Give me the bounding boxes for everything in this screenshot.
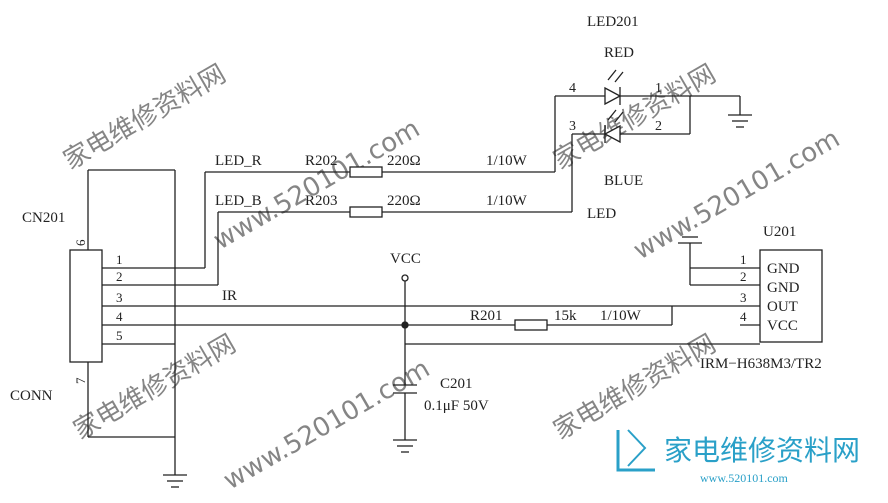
- led-pin-2: 2: [655, 119, 662, 134]
- receiver-pin-4-num: 4: [740, 309, 747, 324]
- watermark-cn-1: 家电维修资料网: [59, 59, 232, 176]
- receiver-pin-1-name: GND: [767, 261, 800, 277]
- net-ir: IR: [222, 288, 237, 304]
- connector-pin-1: 1: [116, 252, 123, 267]
- brand-logo-icon: [616, 430, 655, 472]
- led-pin-1: 1: [655, 81, 662, 96]
- brand-logo: 家电维修资料网 www.520101.com: [616, 429, 860, 485]
- receiver-pin-4-name: VCC: [767, 318, 798, 334]
- connector-body: [69, 249, 103, 363]
- receiver-pin-3-name: OUT: [767, 299, 798, 315]
- connector-pin-3: 3: [116, 290, 123, 305]
- connector-pin-4: 4: [116, 309, 123, 324]
- connector-pin-2: 2: [116, 269, 123, 284]
- watermark-cn-2: 家电维修资料网: [549, 59, 722, 176]
- net-led-b: LED_B: [215, 193, 262, 209]
- r203-ref: R203: [305, 193, 338, 209]
- net-led-r: LED_R: [215, 153, 262, 169]
- c201-ref: C201: [440, 376, 473, 392]
- connector-type: CONN: [10, 388, 53, 404]
- brand-logo-icon-mark: [627, 429, 647, 467]
- vcc-label: VCC: [390, 251, 421, 267]
- background-watermark: 家电维修资料网 www.520101.com 家电维修资料网 www.52010…: [59, 59, 846, 496]
- connector-pin-5: 5: [116, 328, 123, 343]
- led-pin-3: 3: [569, 119, 576, 134]
- r203-value: 220Ω: [387, 193, 421, 209]
- wires: [69, 69, 823, 488]
- r202-power: 1/10W: [486, 153, 528, 169]
- brand-name: 家电维修资料网: [664, 435, 860, 467]
- r202-value: 220Ω: [387, 153, 421, 169]
- watermark-cn-4: 家电维修资料网: [549, 329, 722, 446]
- r201-power: 1/10W: [600, 308, 642, 324]
- resistor-r202-body: [349, 166, 383, 178]
- watermark-site-1: www.520101.com: [209, 114, 426, 256]
- resistor-r201-body: [514, 319, 548, 331]
- brand-url: www.520101.com: [700, 471, 789, 485]
- receiver-pin-3-num: 3: [740, 290, 747, 305]
- r201-value: 15k: [554, 308, 577, 324]
- receiver-body: [759, 249, 823, 343]
- connector-pin-6: 6: [73, 239, 88, 246]
- receiver-pin-2-num: 2: [740, 269, 747, 284]
- led-color-red: RED: [604, 45, 634, 61]
- led-caption: LED: [587, 206, 616, 222]
- receiver-part: IRM−H638M3/TR2: [700, 356, 822, 372]
- connector-pin-7: 7: [73, 377, 88, 384]
- connector-ref: CN201: [22, 210, 65, 226]
- r201-ref: R201: [470, 308, 503, 324]
- r202-ref: R202: [305, 153, 338, 169]
- r203-power: 1/10W: [486, 193, 528, 209]
- resistor-r203-body: [349, 206, 383, 218]
- receiver-pin-1-num: 1: [740, 252, 747, 267]
- c201-value: 0.1μF 50V: [424, 398, 489, 414]
- watermark-site-2: www.520101.com: [629, 124, 846, 266]
- led-color-blue: BLUE: [604, 173, 643, 189]
- receiver-pin-2-name: GND: [767, 280, 800, 296]
- led-ref: LED201: [587, 14, 639, 30]
- receiver-ref: U201: [763, 224, 796, 240]
- watermark-site-3: www.520101.com: [219, 354, 436, 496]
- led-pin-4: 4: [569, 81, 576, 96]
